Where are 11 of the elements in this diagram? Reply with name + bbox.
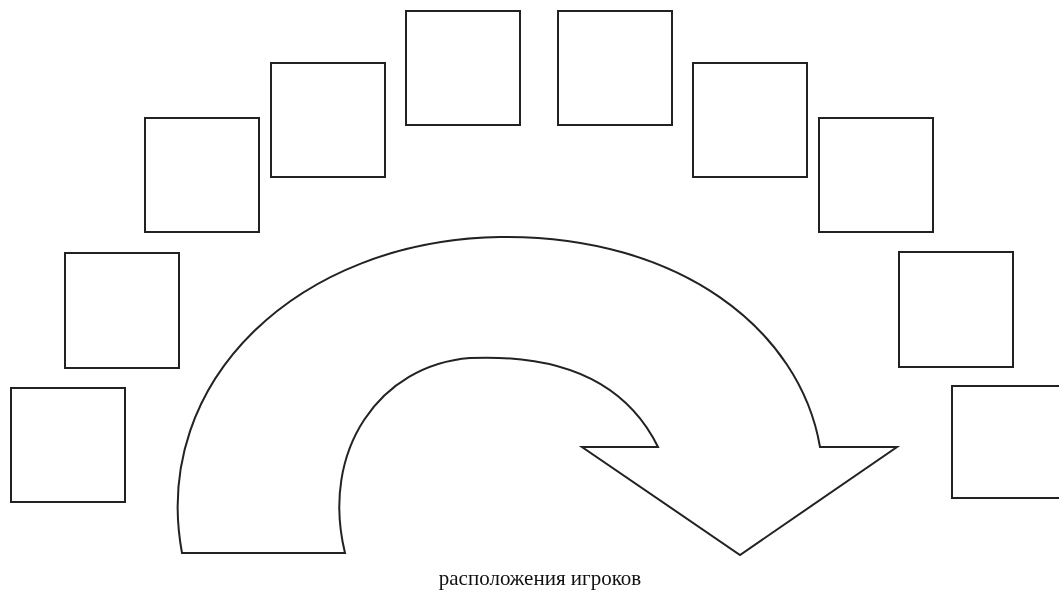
empty-box [557,10,673,126]
empty-box [10,387,126,503]
empty-box [951,385,1059,499]
empty-box [818,117,934,233]
empty-box [692,62,808,178]
empty-box [64,252,180,369]
empty-box [144,117,260,233]
empty-box [898,251,1014,368]
empty-box [405,10,521,126]
empty-box [270,62,386,178]
caption: расположения игроков [438,566,642,590]
